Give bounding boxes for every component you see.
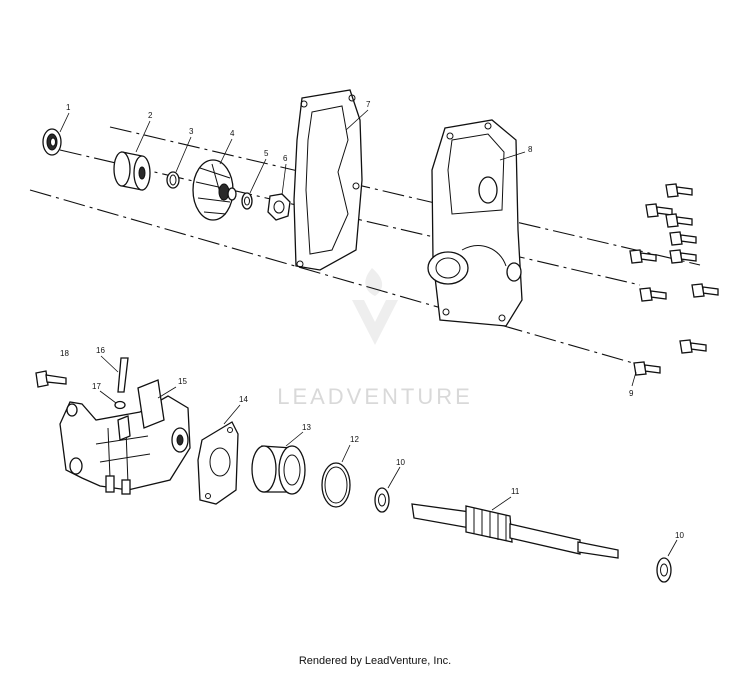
part-17-clip: [114, 400, 126, 410]
part-10-washer-b: [656, 557, 672, 583]
bolt-5: [669, 231, 697, 246]
bolt-4: [629, 249, 657, 264]
callout-1: 1: [66, 103, 71, 112]
part-7-gasket: [293, 89, 363, 271]
part-13-rotor: [251, 445, 306, 495]
part-6-nut: [267, 193, 291, 221]
part-3-o-ring: [166, 171, 180, 189]
callout-17: 17: [92, 382, 101, 391]
callout-numbers: 1 2 3 4 5 6 7 8 9 10 10 11 12 13 14 15 1…: [60, 100, 684, 540]
leadventure-watermark-logo: [352, 268, 398, 345]
part-5-washer: [241, 192, 253, 210]
part-18-bolt: [35, 370, 67, 388]
callout-7: 7: [366, 100, 371, 109]
callout-18: 18: [60, 349, 69, 358]
callout-15: 15: [178, 377, 187, 386]
part-11-shaft: [411, 503, 619, 559]
callout-10-a: 10: [396, 458, 405, 467]
bolt-8: [691, 283, 719, 298]
part-10-washer-a: [374, 487, 390, 513]
part-1-seal: [42, 128, 62, 156]
bolt-3: [665, 213, 693, 228]
callout-4: 4: [230, 129, 235, 138]
bolt-10: [633, 361, 661, 376]
callout-14: 14: [239, 395, 248, 404]
callout-6: 6: [283, 154, 288, 163]
part-14-gasket: [197, 421, 239, 505]
part-15-oil-pump-assembly: [59, 379, 191, 495]
rendered-by-footer: Rendered by LeadVenture, Inc.: [298, 655, 452, 667]
bolt-6: [669, 249, 697, 264]
callout-5: 5: [264, 149, 269, 158]
callout-8: 8: [528, 145, 533, 154]
bolt-1: [665, 183, 693, 198]
part-8-pump-cover: [427, 119, 523, 327]
bolt-9: [679, 339, 707, 354]
callout-2: 2: [148, 111, 153, 120]
part-9-bolts: [629, 183, 719, 376]
bolt-7: [639, 287, 667, 302]
callout-leaders: [59, 109, 678, 557]
callout-16: 16: [96, 346, 105, 355]
callout-11: 11: [511, 487, 520, 496]
callout-3: 3: [189, 127, 194, 136]
part-4-impeller: [192, 159, 237, 221]
callout-9: 9: [629, 389, 634, 398]
part-12-o-ring: [321, 462, 351, 508]
callout-12: 12: [350, 435, 359, 444]
part-2-bearing: [113, 151, 151, 191]
part-16-pin: [117, 357, 129, 393]
callout-13: 13: [302, 423, 311, 432]
watermark-text: LEADVENTURE: [277, 384, 473, 409]
callout-10-b: 10: [675, 531, 684, 540]
